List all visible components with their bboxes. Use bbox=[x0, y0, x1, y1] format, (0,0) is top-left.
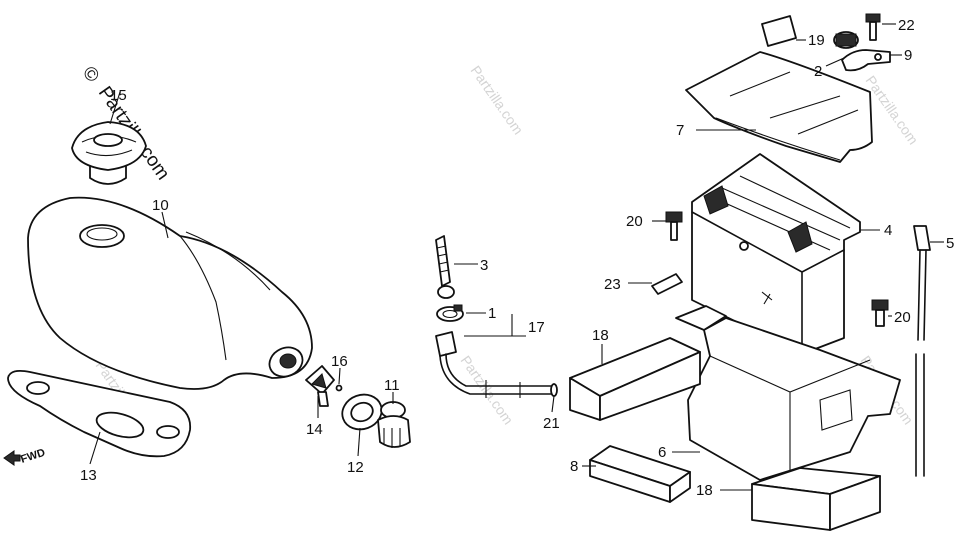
callout-13: 13 bbox=[80, 467, 97, 484]
part-11-drain-plug[interactable] bbox=[377, 401, 411, 448]
callout-18-upper: 18 bbox=[592, 327, 609, 344]
part-3-bolt[interactable] bbox=[435, 235, 455, 299]
watermark-text: Partzilla.com bbox=[468, 63, 527, 138]
callout-20-upper: 20 bbox=[626, 213, 643, 230]
callout-1: 1 bbox=[488, 305, 496, 322]
part-6-battery-tray[interactable] bbox=[675, 305, 901, 481]
callout-18-lower: 18 bbox=[696, 482, 713, 499]
callout-15: 15 bbox=[110, 87, 127, 104]
part-5-vent-tube[interactable] bbox=[913, 225, 931, 477]
callout-5: 5 bbox=[946, 235, 954, 252]
callout-labels: 15 10 13 14 16 12 11 3 1 17 21 19 22 9 2… bbox=[80, 17, 954, 499]
callout-6: 6 bbox=[658, 444, 666, 461]
callout-3: 3 bbox=[480, 257, 488, 274]
part-20-bolt-lower[interactable] bbox=[871, 299, 889, 327]
watermark-text: Partzilla.com bbox=[458, 353, 517, 428]
callout-19: 19 bbox=[808, 32, 825, 49]
part-20-bolt-upper[interactable] bbox=[665, 211, 683, 241]
callout-21: 21 bbox=[543, 415, 560, 432]
callout-16: 16 bbox=[331, 353, 348, 370]
callout-11: 11 bbox=[384, 377, 400, 394]
part-15-filler-cap[interactable] bbox=[71, 121, 147, 185]
callout-17: 17 bbox=[528, 319, 545, 336]
part-7-battery-cover[interactable] bbox=[685, 51, 873, 163]
part-12-gasket[interactable] bbox=[337, 389, 386, 435]
part-14-fuel-petcock[interactable] bbox=[305, 365, 335, 407]
part-4-battery[interactable] bbox=[691, 153, 861, 355]
callout-23: 23 bbox=[604, 276, 621, 293]
callout-9: 9 bbox=[904, 47, 912, 64]
part-13-tank-mount-plate[interactable] bbox=[7, 369, 192, 458]
callout-20-lower: 20 bbox=[894, 309, 911, 326]
part-19-label[interactable] bbox=[761, 15, 797, 47]
fwd-direction-marker: FWD bbox=[3, 447, 47, 466]
part-23-pin[interactable] bbox=[651, 273, 683, 295]
part-10-fuel-tank[interactable] bbox=[27, 196, 313, 390]
part-1-clip[interactable] bbox=[436, 304, 464, 322]
part-2-terminal-collar[interactable] bbox=[833, 31, 859, 49]
part-18-lower-pad[interactable] bbox=[751, 467, 881, 531]
part-17-breather-tube[interactable] bbox=[435, 331, 553, 398]
part-16-o-ring[interactable] bbox=[335, 384, 343, 392]
part-22-bolt[interactable] bbox=[865, 13, 881, 41]
part-9-terminal-lead[interactable] bbox=[841, 49, 891, 72]
callout-7: 7 bbox=[676, 122, 684, 139]
callout-10: 10 bbox=[152, 197, 169, 214]
part-18-upper-pad[interactable] bbox=[569, 337, 701, 421]
watermark-symbol: © bbox=[78, 63, 103, 87]
callout-2: 2 bbox=[814, 63, 822, 80]
callout-14: 14 bbox=[306, 421, 323, 438]
part-21-pin[interactable] bbox=[550, 383, 558, 397]
callout-4: 4 bbox=[884, 222, 892, 239]
callout-8: 8 bbox=[570, 458, 578, 475]
leader-lines bbox=[89, 23, 944, 491]
callout-12: 12 bbox=[347, 459, 364, 476]
callout-22: 22 bbox=[898, 17, 915, 34]
fwd-label: FWD bbox=[19, 447, 47, 466]
part-8-pad[interactable] bbox=[589, 445, 691, 503]
